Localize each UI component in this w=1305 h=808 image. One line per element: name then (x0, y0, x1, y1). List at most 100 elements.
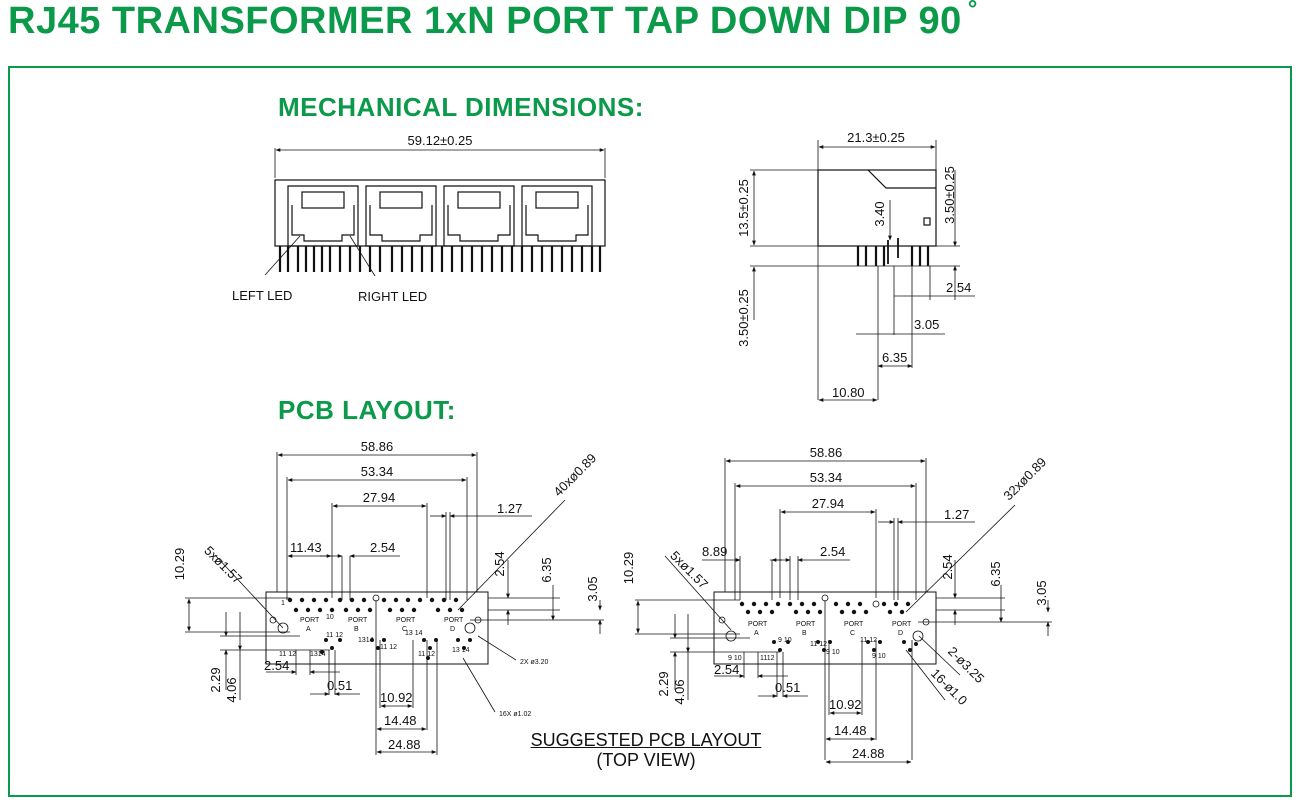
page-title: RJ45 TRANSFORMER 1xN PORT TAP DOWN DIP 9… (8, 0, 978, 43)
pcb-left-d305: 3.05 (585, 576, 600, 601)
pcb-right-n9a: 9 10 (728, 655, 742, 662)
pcb-left-d1448: 14.48 (384, 713, 417, 728)
pcb-left-d635: 6.35 (539, 557, 554, 582)
section-mechanical: MECHANICAL DIMENSIONS: (278, 92, 644, 122)
pcb-left-d: D (450, 626, 455, 633)
pcb-left-holes16: 16X ø1.02 (499, 711, 531, 718)
pcb-right-geometry (635, 458, 1052, 764)
pcb-left-port-c: PORT (396, 617, 416, 624)
pcb-right-port-a: PORT (748, 621, 768, 628)
pcb-right-d1448: 14.48 (834, 723, 867, 738)
pcb-left-n11a: 11 12 (326, 632, 343, 639)
pcb-left-d1029: 10.29 (172, 548, 187, 581)
pcb-right-n9c: 9 10 (826, 649, 840, 656)
pcb-right-b: B (802, 630, 807, 637)
pcb-left-a: A (306, 626, 311, 633)
pcb-left-n10: 10 (326, 614, 334, 621)
side-height-dim: 13.5±0.25 (736, 179, 751, 237)
pcb-left-n11c: 11 12 (380, 644, 397, 651)
pcb-left-d5886: 58.86 (361, 439, 394, 454)
pcb-right-d635: 6.35 (988, 561, 1003, 586)
side-view (750, 140, 975, 402)
pcb-left-holes40: 40xø0.89 (550, 450, 599, 499)
footer-line2: (TOP VIEW) (596, 750, 696, 770)
drawing-frame (8, 66, 1292, 797)
pcb-right-d1029: 10.29 (621, 552, 636, 585)
pcb-left-holes5: 5xø1.57 (201, 543, 245, 587)
footer-caption: SUGGESTED PCB LAYOUT (TOP VIEW) (514, 730, 778, 770)
pcb-right-pins (739, 601, 918, 652)
pcb-right-d051: 0.51 (775, 680, 800, 695)
front-width-dim: 59.12±0.25 (408, 133, 473, 148)
pcb-right-d127: 1.27 (944, 507, 969, 522)
footer-line1: SUGGESTED PCB LAYOUT (530, 730, 762, 750)
pcb-right-c: C (850, 630, 855, 637)
port-outline-3 (443, 185, 515, 247)
side-depth-dim: 21.3±0.25 (847, 130, 905, 145)
pcb-left-n11d: 11 12 (418, 651, 435, 658)
pcb-left-n11b: 11 12 (279, 651, 296, 658)
side-305-dim: 3.05 (914, 317, 939, 332)
pcb-right-n11a: 11 12 (810, 641, 827, 648)
pcb-right-d2488: 24.88 (852, 746, 885, 761)
pcb-left-d254b: 2.54 (492, 551, 507, 576)
pcb-left-port-d: PORT (444, 617, 464, 624)
pcb-left-b: B (354, 626, 359, 633)
pcb-right-d229: 2.29 (656, 671, 671, 696)
pcb-left-pins (287, 597, 472, 660)
pcb-right-d5334: 53.34 (810, 470, 843, 485)
right-led-label: RIGHT LED (358, 289, 427, 304)
pcb-left-holes2: 2X ø3.20 (520, 659, 549, 666)
pcb-left-d5334: 53.34 (361, 464, 394, 479)
pcb-right-n11b: 1112 (760, 655, 775, 662)
pcb-left-n13d: 13 14 (452, 647, 470, 654)
pcb-right-d254a: 2.54 (820, 544, 845, 559)
side-top-dim: 3.50±0.25 (942, 166, 957, 224)
pcb-left-n13b: 1314 (310, 651, 326, 658)
pcb-left-n1: 1 (281, 600, 285, 607)
pcb-right-d5886: 58.86 (810, 445, 843, 460)
pcb-right-port-b: PORT (796, 621, 816, 628)
pcb-right-d889: 8.89 (702, 544, 727, 559)
side-340-dim: 3.40 (872, 201, 887, 226)
pcb-left-d1092: 10.92 (380, 690, 413, 705)
pcb-right-port-d: PORT (892, 621, 912, 628)
port-outline-4 (521, 185, 593, 247)
pcb-right-d2794: 27.94 (812, 496, 845, 511)
left-led-label: LEFT LED (232, 288, 292, 303)
front-view (264, 148, 606, 277)
pcb-right-d305: 3.05 (1034, 580, 1049, 605)
pcb-left-d406: 4.06 (224, 677, 239, 702)
pcb-left-c: C (402, 626, 407, 633)
side-635-dim: 6.35 (882, 350, 907, 365)
title-degree: ° (967, 0, 978, 23)
pcb-right-port-c: PORT (844, 621, 864, 628)
section-pcb: PCB LAYOUT: (278, 395, 456, 425)
pcb-left-d254a: 2.54 (370, 540, 395, 555)
port-outline-1 (287, 185, 359, 247)
pcb-left-n13c: 1314 (358, 637, 374, 644)
port-outline-2 (365, 185, 437, 247)
pcb-left-geometry (185, 452, 604, 755)
pcb-left-d254c: 2.54 (264, 658, 289, 673)
pcb-left-dims: 58.86 53.34 27.94 1.27 11.43 2.54 2.54 6… (172, 439, 600, 752)
side-254-dim: 2.54 (946, 280, 971, 295)
pcb-right-n9b: 9 10 (778, 637, 792, 644)
side-bottom-dim: 3.50±0.25 (736, 289, 751, 347)
pcb-right-d1092: 10.92 (829, 697, 862, 712)
pcb-left-n13a: 13 14 (405, 630, 423, 637)
pcb-right-n11c: 11 12 (860, 637, 877, 644)
pcb-left-d2488: 24.88 (388, 737, 421, 752)
pcb-right-holes32: 32xø0.89 (1000, 454, 1049, 503)
side-1080-dim: 10.80 (832, 385, 865, 400)
pcb-left-port-b: PORT (348, 617, 368, 624)
pcb-right-d406: 4.06 (672, 679, 687, 704)
pcb-left-d127: 1.27 (497, 501, 522, 516)
pcb-right-d: D (898, 630, 903, 637)
pcb-left-d1143: 11.43 (290, 540, 322, 555)
pcb-left-d051: 0.51 (327, 678, 352, 693)
pcb-left-d229: 2.29 (208, 667, 223, 692)
